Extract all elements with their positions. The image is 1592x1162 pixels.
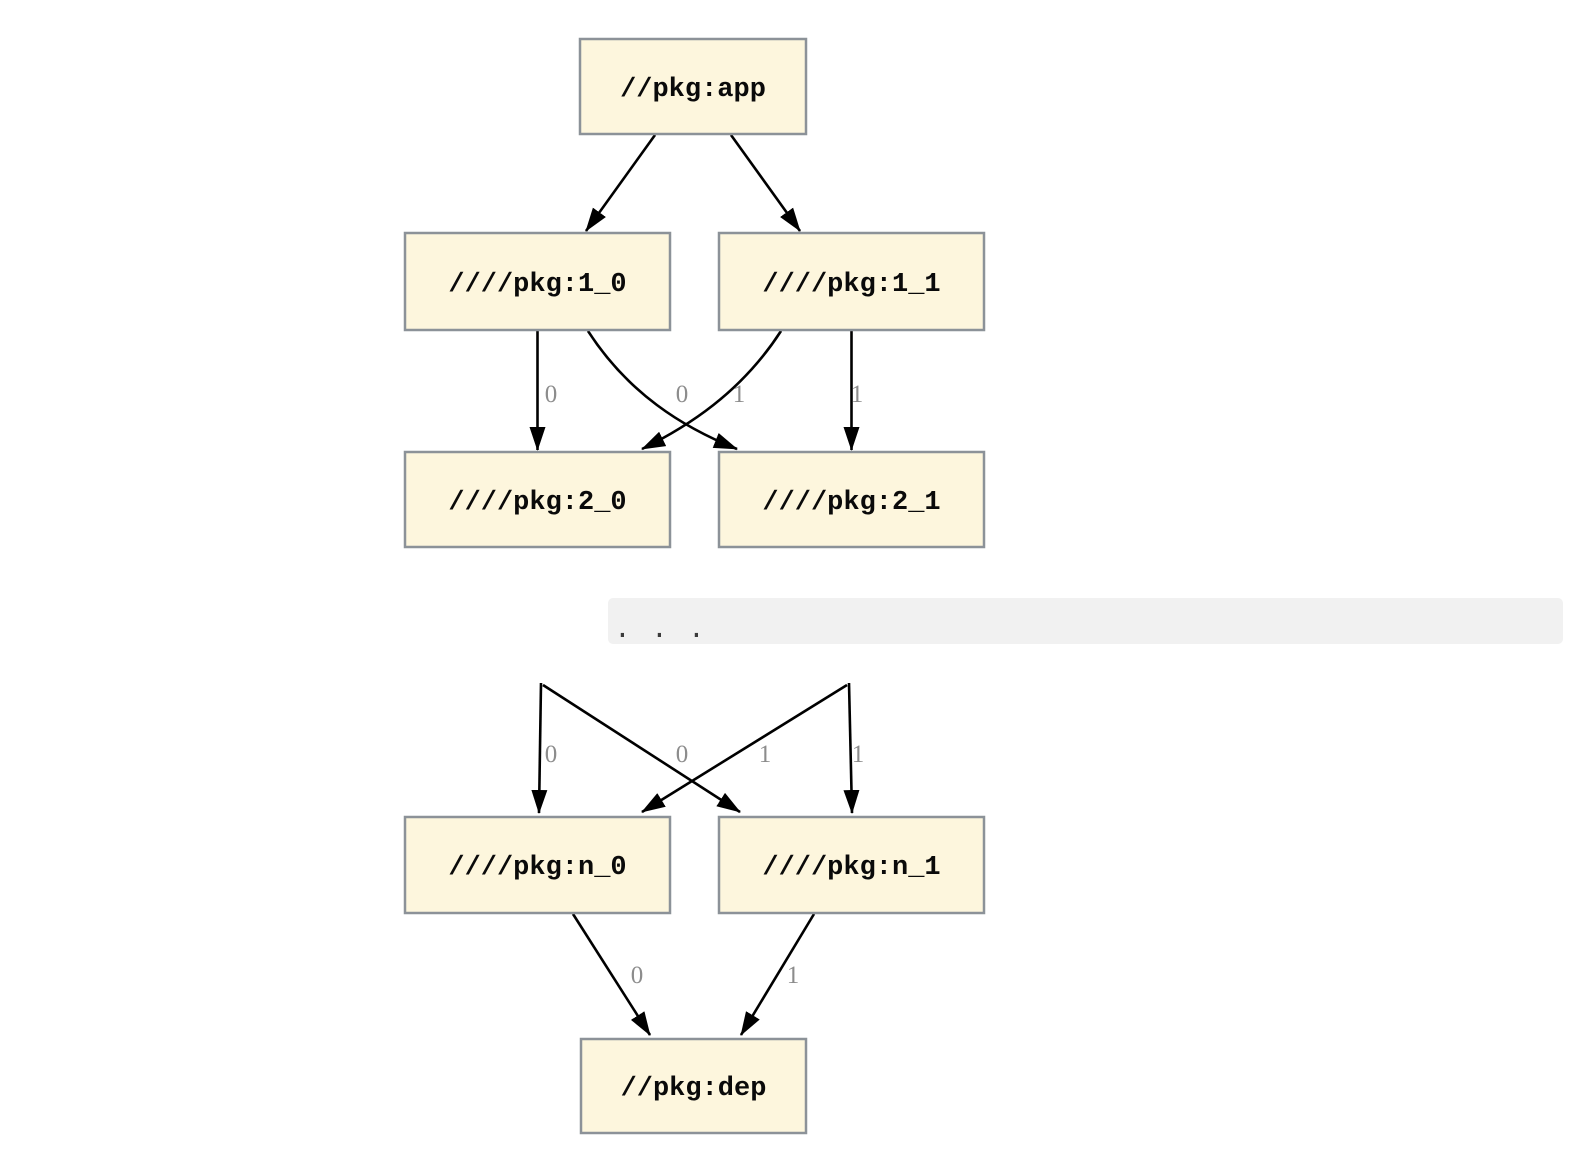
edge-label: 0 — [545, 381, 558, 408]
node-pkg-dep: //pkg:dep — [579, 1037, 808, 1135]
edge-label: 0 — [676, 381, 689, 408]
node-label: ////pkg:2_0 — [448, 488, 626, 518]
node-box — [403, 231, 672, 332]
node-label: //pkg:app — [620, 75, 766, 105]
edge-label: 0 — [676, 741, 689, 768]
node-box — [717, 450, 986, 549]
edge-1_1-to-2_0 — [641, 330, 783, 451]
node-pkg-n_0: ////pkg:n_0 — [403, 815, 672, 915]
edge-left-to-n_1 — [542, 683, 741, 814]
node-label: //pkg:dep — [621, 1074, 767, 1104]
node-label: ////pkg:2_1 — [762, 488, 940, 518]
edge-label: 1 — [759, 741, 772, 768]
node-pkg-1_1: ////pkg:1_1 — [717, 231, 986, 332]
ellipsis-separator: . . . — [608, 598, 1563, 646]
edge-label: 1 — [787, 962, 800, 989]
edge-app-to-1_0 — [584, 134, 657, 232]
node-pkg-2_1: ////pkg:2_1 — [717, 450, 986, 549]
edge-n_1-to-dep — [739, 913, 816, 1036]
node-box — [579, 1037, 808, 1135]
node-box — [717, 231, 986, 332]
node-label: ////pkg:n_1 — [762, 853, 940, 883]
edge-label: 1 — [733, 381, 746, 408]
edge-right-to-n_1 — [843, 682, 860, 814]
node-box — [403, 815, 672, 915]
edge-right-to-n_0 — [641, 683, 848, 814]
node-label: ////pkg:1_0 — [448, 270, 626, 300]
ellipsis-text: . . . — [614, 615, 707, 646]
edge-label: 1 — [851, 381, 864, 408]
node-pkg-n_1: ////pkg:n_1 — [717, 815, 986, 915]
edge-1_0-to-2_1 — [586, 330, 738, 451]
edge-label: 0 — [631, 962, 644, 989]
edge-label: 0 — [545, 741, 558, 768]
node-box — [403, 450, 672, 549]
edge-n_0-to-dep — [571, 913, 652, 1036]
node-pkg-2_0: ////pkg:2_0 — [403, 450, 672, 549]
edge-left-to-n_0 — [531, 682, 548, 814]
edge-label: 1 — [852, 741, 865, 768]
node-box — [578, 37, 808, 136]
edge-app-to-1_1 — [729, 134, 802, 232]
node-label: ////pkg:1_1 — [762, 270, 940, 300]
node-pkg-1_0: ////pkg:1_0 — [403, 231, 672, 332]
node-box — [717, 815, 986, 915]
node-label: ////pkg:n_0 — [448, 853, 626, 883]
separator-background — [608, 598, 1563, 644]
node-pkg-app: //pkg:app — [578, 37, 808, 136]
upper-graph: 0 0 1 1 //pkg:app ////pkg:1_0 ////pkg:1_… — [403, 37, 986, 549]
lower-graph: 0 0 1 1 0 1 ////pkg:n_0 ////pkg:n_1 //pk… — [403, 682, 986, 1135]
